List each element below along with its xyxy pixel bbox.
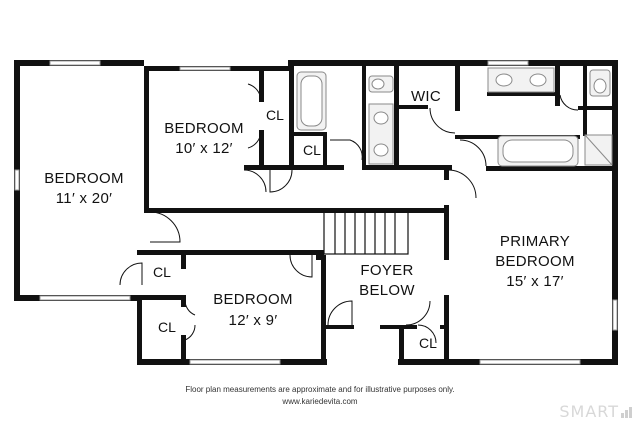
- door-swings: [119, 83, 579, 344]
- primary-bedroom-size: 15′ x 17′: [506, 273, 564, 290]
- interior-walls: [137, 66, 616, 362]
- foyer-name: FOYER: [360, 262, 413, 279]
- bedroom-left-name: BEDROOM: [44, 170, 124, 187]
- closet-label: CL: [158, 319, 176, 335]
- bedroom-bottom-size: 12′ x 9′: [229, 312, 278, 329]
- logo-text: SMART: [559, 402, 619, 421]
- bedroom-top-size: 10′ x 12′: [175, 140, 233, 157]
- logo-bars-icon: [621, 407, 632, 418]
- closet-label: CL: [153, 264, 171, 280]
- bedroom-top-name: BEDROOM: [164, 120, 244, 137]
- primary-bedroom-name: PRIMARY: [500, 233, 570, 250]
- disclaimer-text: Floor plan measurements are approximate …: [185, 385, 455, 394]
- bedroom-left-size: 11′ x 20′: [56, 190, 112, 207]
- smart-logo: SMART: [559, 402, 632, 421]
- foyer-below: BELOW: [359, 282, 415, 299]
- stairs: [323, 211, 409, 255]
- windows: [14, 60, 618, 365]
- wic-label: WIC: [411, 88, 441, 105]
- website-text: www.kariedevita.com: [282, 397, 358, 406]
- closet-label: CL: [303, 142, 321, 158]
- bedroom-bottom-name: BEDROOM: [213, 291, 293, 308]
- primary-bedroom-name2: BEDROOM: [495, 253, 575, 270]
- closet-label: CL: [266, 107, 284, 123]
- bath-fixtures: [296, 67, 613, 167]
- closet-label: CL: [419, 335, 437, 351]
